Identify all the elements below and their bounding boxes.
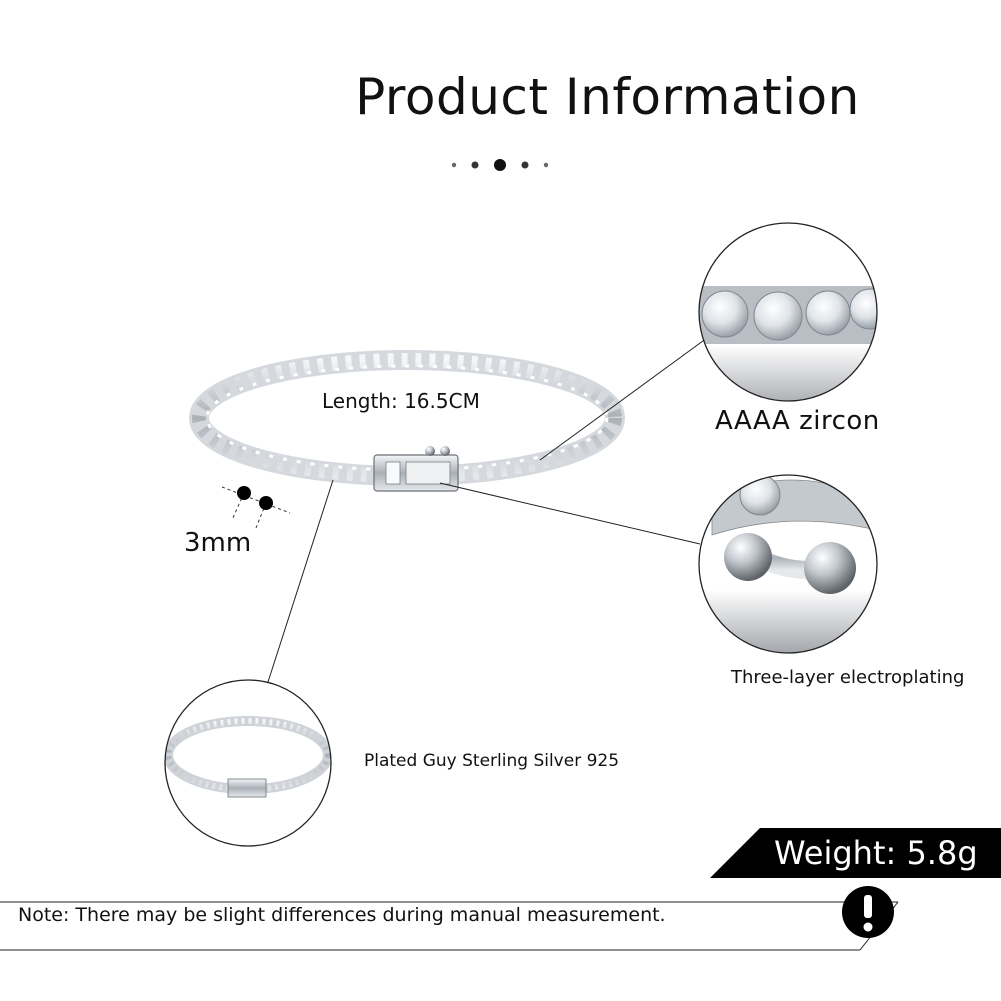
page-title: Product Information [355, 68, 860, 126]
zircon-label: AAAA zircon [715, 406, 880, 436]
measurement-note: Note: There may be slight differences du… [18, 904, 666, 926]
clasp-closeup-image [698, 474, 878, 654]
silver-label: Plated Guy Sterling Silver 925 [364, 751, 620, 771]
zircon-closeup-image [698, 222, 878, 402]
leader-lines [267, 337, 708, 683]
bracelet-image [189, 350, 625, 492]
width-label: 3mm [184, 528, 252, 558]
weight-label: Weight: 5.8g [774, 834, 978, 872]
full-bracelet-image [164, 679, 332, 847]
pagination-dots [451, 159, 549, 171]
width-marker [221, 486, 291, 529]
warning-icon [842, 886, 894, 938]
weight-banner [710, 828, 1001, 878]
length-label: Length: 16.5CM [322, 389, 480, 413]
plating-label: Three-layer electroplating [731, 667, 965, 688]
